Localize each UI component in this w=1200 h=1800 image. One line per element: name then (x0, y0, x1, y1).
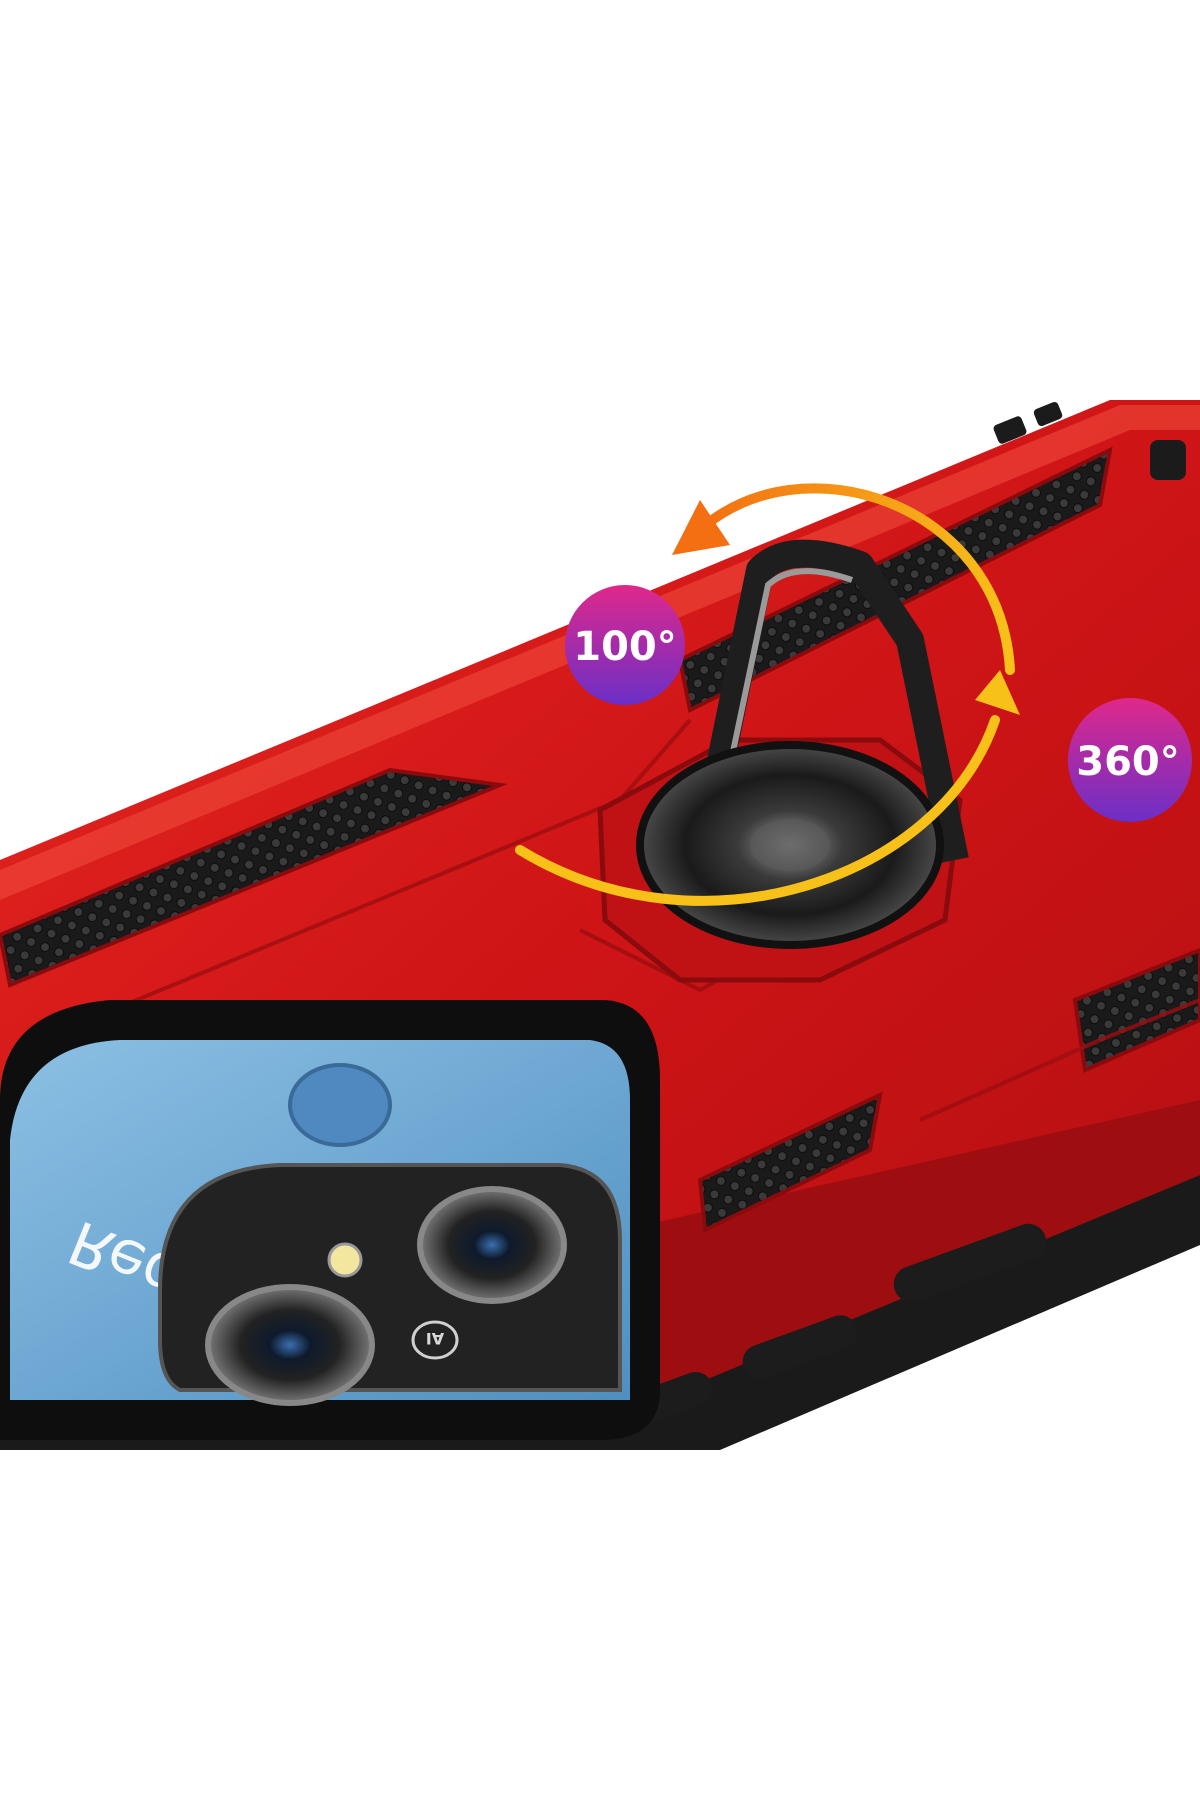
ring-loop (701, 539, 969, 863)
grip-strips (0, 446, 1200, 1234)
grip-strip (0, 767, 508, 988)
flip-arc-arrow (695, 483, 1015, 675)
corner-bumper (1150, 440, 1186, 480)
rotate-arrowhead (975, 670, 1020, 715)
flip-angle-label: 100° (573, 624, 677, 670)
corner-bumper (993, 416, 1027, 444)
flash-icon (327, 1242, 363, 1278)
volume-button (893, 1223, 1047, 1303)
grip-strip (677, 446, 1113, 713)
badge-flip: 100° (565, 585, 685, 705)
flip-arrowhead (672, 500, 730, 555)
rotate-arc-arrow (515, 715, 1000, 906)
ai-mark-label: AI (426, 1329, 444, 1348)
rotate-angle-label: 360° (1076, 739, 1180, 785)
ring-disc-center (750, 819, 830, 871)
corner-bumper (1033, 401, 1063, 427)
rotation-arrows (515, 483, 1020, 906)
camera-lens-main (417, 1186, 567, 1304)
grip-strip (697, 1091, 883, 1234)
camera-module: Redmi AI (0, 1000, 660, 1440)
camera-lens-secondary (205, 1284, 375, 1406)
badge-rotate: 360° (1068, 698, 1192, 822)
ring-holder (597, 539, 969, 983)
volume-button (742, 1315, 858, 1379)
ai-mark-ring (411, 1320, 459, 1360)
camera-round-accent (288, 1063, 392, 1147)
ring-loop-highlight (722, 568, 853, 791)
